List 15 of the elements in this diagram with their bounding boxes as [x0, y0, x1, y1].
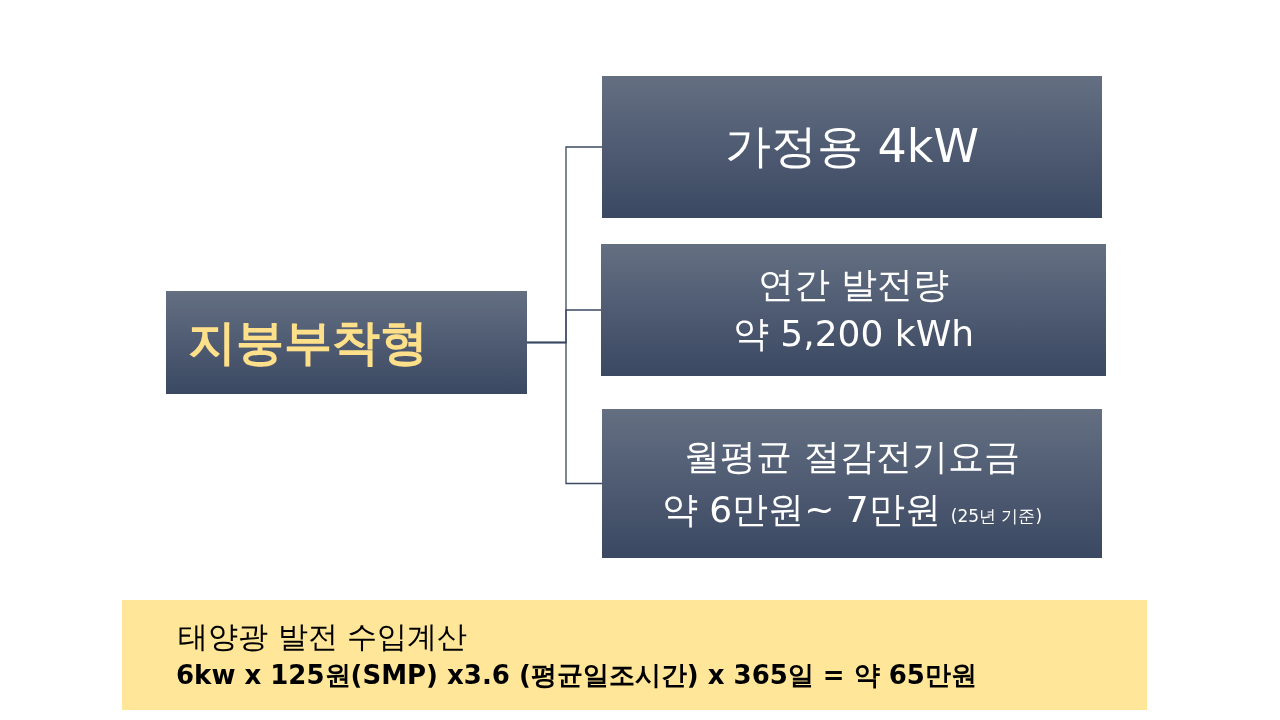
info-box — [602, 409, 1102, 558]
box-value: 약 6만원~ 7만원 — [661, 487, 941, 532]
footnote: (25년 기준) — [950, 504, 1043, 528]
calculation-band — [122, 600, 1147, 710]
category-box — [166, 291, 527, 394]
calculation-heading: 태양광 발전 수입계산 — [178, 618, 468, 656]
info-box — [601, 244, 1106, 376]
box-heading: 연간 발전량 — [757, 263, 950, 307]
box-text: 가정용 4kW — [725, 118, 979, 175]
calculation-formula: 6kw x 125원(SMP) x3.6 (평균일조시간) x 365일 = 약 65만원 — [176, 659, 977, 692]
box-value: 약 5,200 kWh — [732, 312, 975, 356]
connector-line — [526, 341, 603, 485]
box-heading: 월평균 절감전기요금 — [684, 434, 1020, 479]
category-title: 지붕부착형 — [188, 312, 428, 372]
info-box — [602, 76, 1102, 218]
